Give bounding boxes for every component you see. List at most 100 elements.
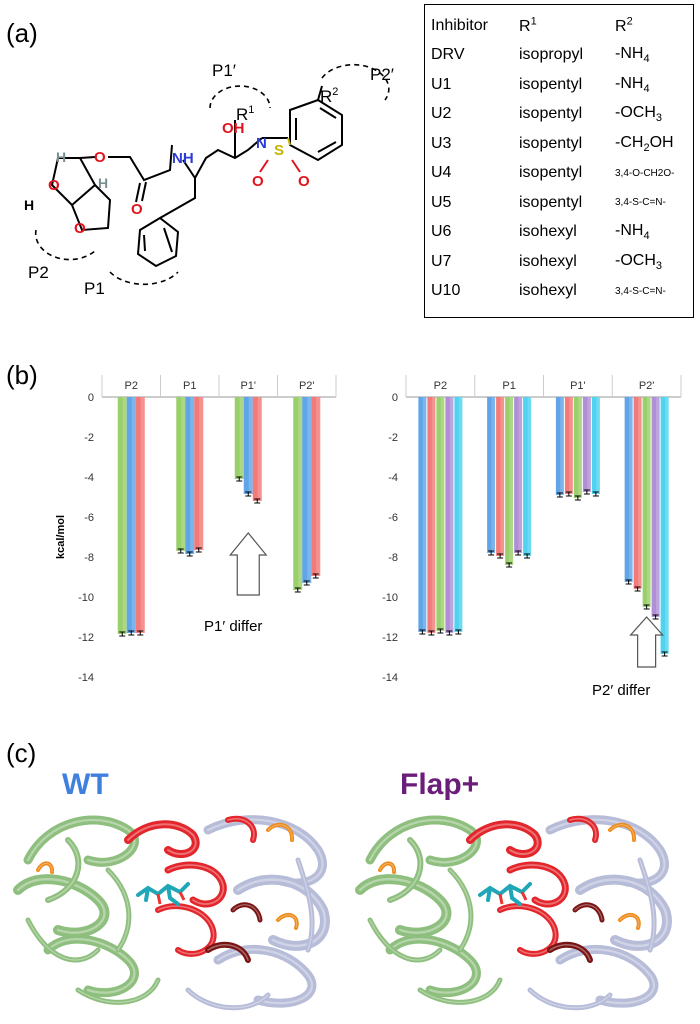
bar-highlight [569, 397, 573, 494]
atom-h-3: H [24, 197, 34, 213]
y-tick-label: -2 [84, 432, 94, 444]
protein-ribbon [266, 822, 294, 842]
bar [514, 397, 523, 553]
cell-r1: isohexyl [519, 282, 577, 300]
ligand-oxygen [156, 891, 186, 905]
protein-ribbon [164, 861, 227, 908]
protein-ribbon [637, 857, 657, 953]
y-tick-label: -4 [84, 472, 94, 484]
bar-highlight [629, 397, 633, 582]
ribbon-highlight [267, 824, 293, 841]
cell-r2: 3,4-S-C=N- [615, 197, 666, 209]
ribbon-highlight [167, 864, 225, 905]
ribbon-highlight [569, 818, 597, 841]
ribbon-highlight [419, 979, 501, 1003]
bar [633, 397, 642, 589]
y-tick-label: -10 [78, 592, 94, 604]
x-tick-label: P2' [299, 380, 315, 392]
ribbon-highlight [558, 948, 656, 1005]
bar [234, 397, 244, 479]
atom-o-ester: O [94, 149, 106, 166]
protein-ribbon [618, 912, 641, 930]
protein-ribbon [385, 934, 481, 998]
y-tick-label: -4 [388, 472, 398, 484]
cell-r1: isopentyl [519, 105, 583, 123]
ribbon-highlight [389, 839, 421, 901]
bar-highlight [518, 397, 523, 553]
bar [302, 397, 312, 583]
protein-ribbon [43, 934, 139, 998]
bar-highlight [131, 397, 136, 633]
bar-highlight [122, 397, 127, 634]
table-header-row: Inhibitor R1 R2 [431, 11, 674, 41]
p1-pocket-arc [109, 271, 179, 286]
chemical-structure-diagram: O O O O NH OH N S O O H H H R1 R2 P1′ P2… [24, 61, 394, 298]
protein-ribbon [545, 815, 669, 888]
cell-r2: 3,4-S-C=N- [615, 285, 666, 297]
bar-highlight [422, 397, 427, 632]
y-tick-label: -12 [382, 632, 398, 644]
protein-ribbon [230, 902, 263, 923]
y-tick-label: -6 [388, 512, 398, 524]
bar [624, 397, 633, 582]
protein-ribbon [225, 815, 257, 843]
bar-highlight [491, 397, 496, 553]
cell-r1: isohexyl [519, 223, 577, 241]
ribbon-highlight [388, 937, 478, 994]
atom-o-ring2: O [74, 220, 86, 237]
protein-ribbon [497, 903, 559, 957]
bar [418, 397, 427, 632]
protein-ribbon [555, 944, 659, 1008]
protein-ribbon [13, 874, 110, 938]
bar [642, 397, 651, 607]
ribbon-highlight [358, 877, 448, 934]
atom-o-s2: O [298, 173, 310, 190]
cell-inhibitor: U7 [431, 252, 452, 270]
ribbon-highlight [297, 859, 313, 951]
bar [454, 397, 463, 632]
x-tick-label: P1' [240, 380, 256, 392]
cell-inhibitor: U4 [431, 164, 452, 182]
y-tick-label: -12 [78, 632, 94, 644]
p2prime-pocket-arc [321, 63, 390, 101]
protein-ribbon [572, 902, 605, 923]
ribbon-highlight [639, 859, 655, 951]
protein-ribbon [155, 903, 217, 957]
cell-r2: -OCH3 [615, 104, 663, 125]
annotation-text: P2′ differ [592, 682, 650, 699]
ribbon-highlight [46, 937, 136, 994]
protein-ribbon [365, 815, 481, 867]
bar [185, 397, 195, 554]
protein-structure-wt-image [13, 815, 330, 1011]
ribbon-highlight [578, 878, 669, 948]
bar [523, 397, 532, 556]
atom-o-ring1: O [48, 177, 60, 194]
bar [311, 397, 321, 576]
ribbon-highlight [368, 818, 478, 864]
protein-ribbon [276, 912, 299, 930]
protein-ribbon [25, 917, 101, 963]
pocket-label-p2prime: P2′ [370, 65, 394, 84]
ribbon-highlight [379, 863, 395, 873]
ribbon-highlight [499, 905, 557, 955]
annotation-text: P1′ differ [204, 618, 262, 635]
annotation-arrow [228, 532, 268, 596]
x-tick-label: P1' [570, 380, 586, 392]
structure-label-wt: WT [62, 768, 109, 801]
protein-ribbon [417, 977, 503, 1005]
protein-ribbon [36, 861, 55, 874]
atom-oh: OH [222, 120, 245, 137]
ribbon-highlight [157, 905, 215, 955]
protein-ribbon [205, 941, 251, 963]
ribbon-highlight [277, 914, 298, 929]
bar-highlight [509, 397, 514, 565]
protein-ribbon [213, 944, 317, 1008]
ligand-oxygen [498, 891, 528, 905]
protein-ribbon [447, 867, 474, 953]
protein-ribbon [575, 874, 672, 951]
